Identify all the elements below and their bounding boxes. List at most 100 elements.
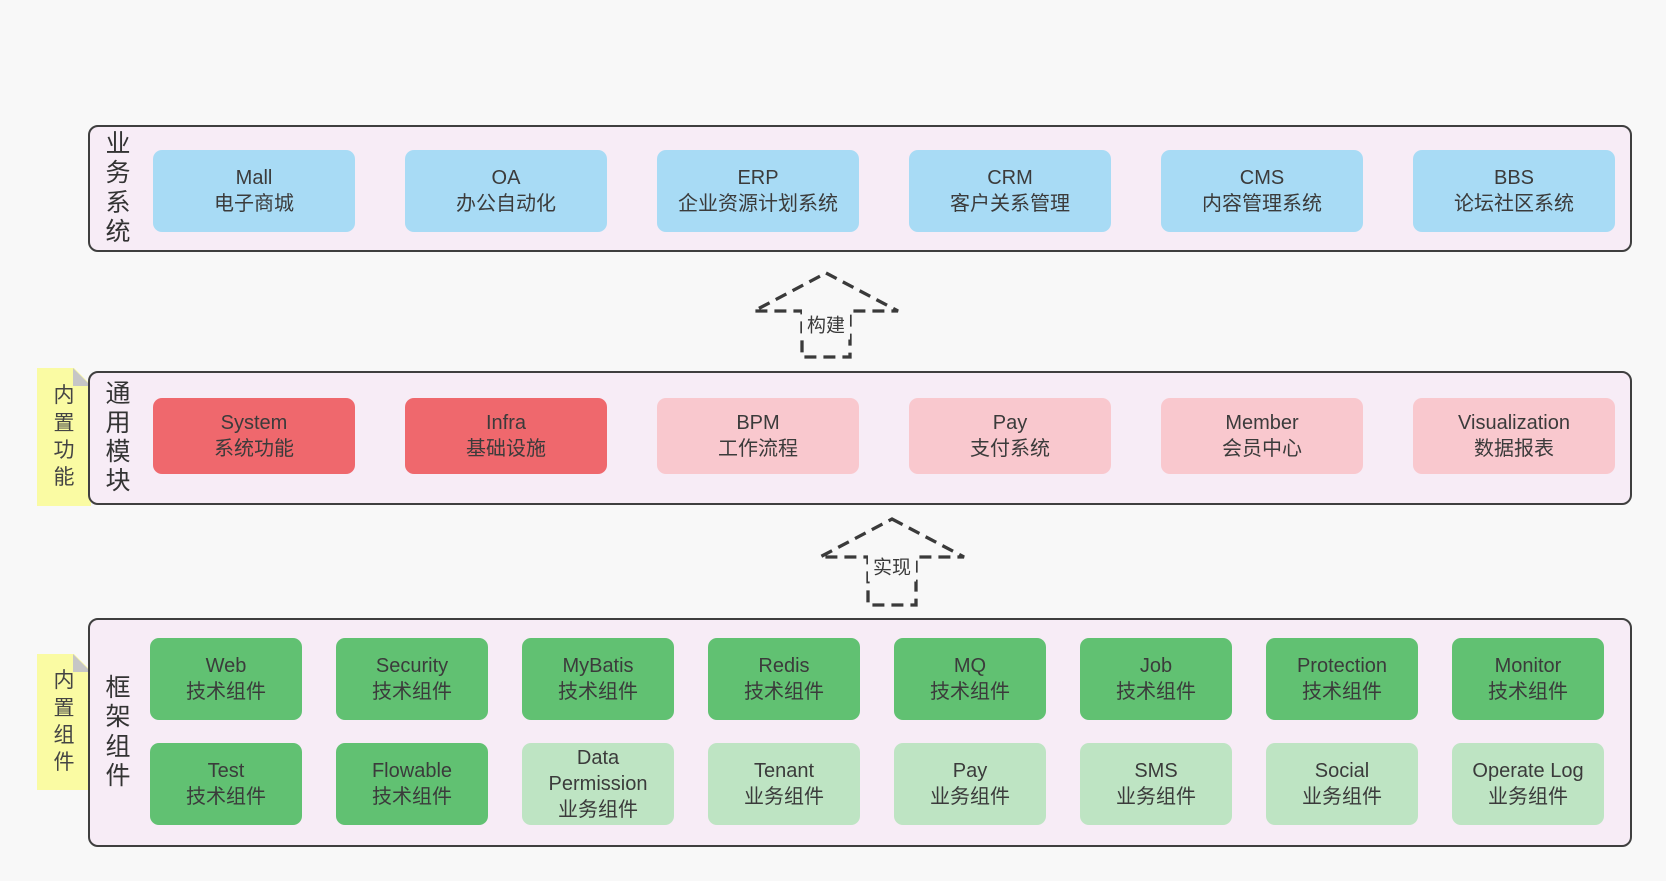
box-mall: Mall 电子商城 bbox=[153, 150, 355, 232]
box-erp: ERP 企业资源计划系统 bbox=[657, 150, 859, 232]
box-subtitle: 技术组件 bbox=[186, 681, 266, 703]
box-subtitle: 业务组件 bbox=[558, 799, 638, 821]
box-subtitle: 技术组件 bbox=[186, 786, 266, 808]
box-title: MyBatis bbox=[562, 655, 634, 677]
box-subtitle: 业务组件 bbox=[744, 786, 824, 808]
box-title: SMS bbox=[1134, 760, 1178, 782]
box-title: MQ bbox=[953, 655, 987, 677]
box-subtitle: 技术组件 bbox=[744, 681, 824, 703]
box-title: Social bbox=[1314, 760, 1370, 782]
box-data-permission: Data Permission 业务组件 bbox=[522, 743, 674, 825]
box-subtitle: 业务组件 bbox=[1116, 786, 1196, 808]
box-subtitle: 业务组件 bbox=[930, 786, 1010, 808]
layer-label-common-modules: 通用模块 bbox=[101, 373, 135, 503]
box-subtitle: 论坛社区系统 bbox=[1454, 193, 1574, 215]
arrow-label-implement: 实现 bbox=[867, 550, 917, 582]
box-bpm: BPM 工作流程 bbox=[657, 398, 859, 474]
box-title: BPM bbox=[736, 412, 780, 434]
sticky-note-label: 内置功能 bbox=[53, 384, 75, 490]
box-title: Operate Log bbox=[1472, 760, 1584, 782]
box-infra: Infra 基础设施 bbox=[405, 398, 607, 474]
box-subtitle: 技术组件 bbox=[372, 681, 452, 703]
box-subtitle: 内容管理系统 bbox=[1202, 193, 1322, 215]
layer-framework-components: 框架组件 Web 技术组件 Security 技术组件 MyBatis 技术组件… bbox=[88, 618, 1632, 847]
box-title: Redis bbox=[758, 655, 810, 677]
box-crm: CRM 客户关系管理 bbox=[909, 150, 1111, 232]
box-title: Protection bbox=[1296, 655, 1388, 677]
box-subtitle: 工作流程 bbox=[718, 438, 798, 460]
box-title: Test bbox=[207, 760, 245, 782]
box-title: CRM bbox=[987, 167, 1033, 189]
sticky-note-built-in-components: 内置组件 bbox=[37, 653, 92, 790]
box-test: Test 技术组件 bbox=[150, 743, 302, 825]
box-pay-module: Pay 支付系统 bbox=[909, 398, 1111, 474]
box-subtitle: 办公自动化 bbox=[456, 193, 556, 215]
box-redis: Redis 技术组件 bbox=[708, 638, 860, 720]
box-pay-component: Pay 业务组件 bbox=[894, 743, 1046, 825]
box-sms: SMS 业务组件 bbox=[1080, 743, 1232, 825]
box-title: Job bbox=[1139, 655, 1173, 677]
box-member: Member 会员中心 bbox=[1161, 398, 1363, 474]
box-subtitle: 技术组件 bbox=[1116, 681, 1196, 703]
box-subtitle: 业务组件 bbox=[1488, 786, 1568, 808]
box-job: Job 技术组件 bbox=[1080, 638, 1232, 720]
box-subtitle: 业务组件 bbox=[1302, 786, 1382, 808]
box-cms: CMS 内容管理系统 bbox=[1161, 150, 1363, 232]
box-subtitle: 客户关系管理 bbox=[950, 193, 1070, 215]
box-title: System bbox=[220, 412, 288, 434]
box-title: ERP bbox=[737, 167, 779, 189]
box-visualization: Visualization 数据报表 bbox=[1413, 398, 1615, 474]
box-security: Security 技术组件 bbox=[336, 638, 488, 720]
box-mybatis: MyBatis 技术组件 bbox=[522, 638, 674, 720]
layer-label-text: 框架组件 bbox=[105, 674, 131, 790]
box-subtitle: 基础设施 bbox=[466, 438, 546, 460]
box-system: System 系统功能 bbox=[153, 398, 355, 474]
box-web: Web 技术组件 bbox=[150, 638, 302, 720]
box-tenant: Tenant 业务组件 bbox=[708, 743, 860, 825]
box-subtitle: 电子商城 bbox=[214, 193, 294, 215]
box-subtitle: 企业资源计划系统 bbox=[678, 193, 838, 215]
layer-label-framework-components: 框架组件 bbox=[101, 620, 135, 845]
box-title: Data Permission bbox=[548, 747, 648, 795]
box-mq: MQ 技术组件 bbox=[894, 638, 1046, 720]
box-title: Visualization bbox=[1458, 412, 1570, 434]
layer-label-business-systems: 业务系统 bbox=[101, 127, 135, 250]
layer-label-text: 通用模块 bbox=[105, 379, 131, 496]
box-title: Pay bbox=[992, 412, 1028, 434]
box-subtitle: 数据报表 bbox=[1474, 438, 1554, 460]
up-arrow-implement-icon bbox=[819, 517, 965, 607]
box-subtitle: 技术组件 bbox=[1302, 681, 1382, 703]
box-subtitle: 系统功能 bbox=[214, 438, 294, 460]
box-title: Security bbox=[375, 655, 449, 677]
box-title: Member bbox=[1225, 412, 1299, 434]
box-oa: OA 办公自动化 bbox=[405, 150, 607, 232]
box-subtitle: 技术组件 bbox=[930, 681, 1010, 703]
sticky-note-built-in-features: 内置功能 bbox=[37, 367, 92, 506]
box-operate-log: Operate Log 业务组件 bbox=[1452, 743, 1604, 825]
arrow-label-build: 构建 bbox=[801, 308, 851, 340]
box-subtitle: 会员中心 bbox=[1222, 438, 1302, 460]
box-title: BBS bbox=[1493, 167, 1535, 189]
box-title: Web bbox=[205, 655, 247, 677]
box-social: Social 业务组件 bbox=[1266, 743, 1418, 825]
box-title: OA bbox=[491, 167, 521, 189]
layer-label-text: 业务系统 bbox=[105, 130, 131, 246]
box-bbs: BBS 论坛社区系统 bbox=[1413, 150, 1615, 232]
box-title: Infra bbox=[485, 412, 527, 434]
box-subtitle: 技术组件 bbox=[558, 681, 638, 703]
box-subtitle: 技术组件 bbox=[1488, 681, 1568, 703]
box-monitor: Monitor 技术组件 bbox=[1452, 638, 1604, 720]
up-arrow-build-icon bbox=[753, 271, 899, 359]
box-subtitle: 支付系统 bbox=[970, 438, 1050, 460]
box-subtitle: 技术组件 bbox=[372, 786, 452, 808]
box-title: Flowable bbox=[371, 760, 453, 782]
layer-business-systems: 业务系统 Mall 电子商城 OA 办公自动化 ERP 企业资源计划系统 CRM… bbox=[88, 125, 1632, 252]
box-title: Mall bbox=[235, 167, 273, 189]
box-title: Pay bbox=[952, 760, 988, 782]
box-title: Tenant bbox=[753, 760, 815, 782]
box-title: CMS bbox=[1239, 167, 1285, 189]
box-title: Monitor bbox=[1494, 655, 1562, 677]
box-flowable: Flowable 技术组件 bbox=[336, 743, 488, 825]
layer-common-modules: 通用模块 System 系统功能 Infra 基础设施 BPM 工作流程 Pay… bbox=[88, 371, 1632, 505]
